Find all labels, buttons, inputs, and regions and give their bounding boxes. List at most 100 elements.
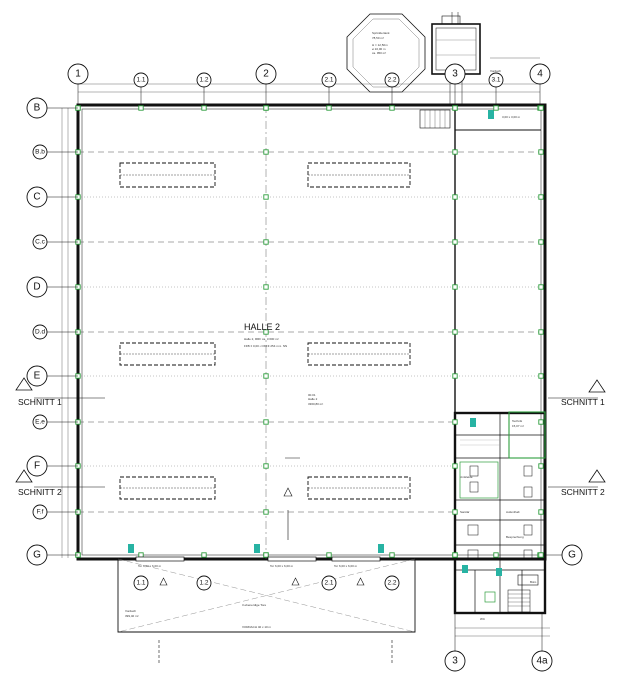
column [263,194,269,200]
column [538,105,544,111]
column [538,284,544,290]
gate-3-label: Tor 6,00 x 6,00 m [334,564,358,568]
axis-bubbles-bottom: 3 4a [444,613,553,672]
column [452,194,458,200]
vordach-top-label: Vordach [490,69,501,73]
axis-right-label: G [568,550,576,561]
section-1-right-icon [588,379,606,393]
axis-label-left: G [33,550,41,561]
axis-bubble-bottom-hall [384,575,400,591]
section-markers: SCHNITT 1 SCHNITT 1 SCHNITT 2 SCHNITT 2 [15,377,606,497]
section-1-left-icon [15,377,33,391]
dimension-lines-top [78,83,540,93]
column [452,239,458,245]
axis-label-left: E.e [35,419,45,426]
axis-label-left: B [34,103,41,114]
axis-label-left: D [33,282,40,293]
racks [119,162,411,500]
axis-label-left: C [33,192,40,203]
exit-signs [128,418,476,553]
axis-bubble-right: G [545,544,583,566]
axis-bubble-left [26,97,48,119]
axis-bubble-left [26,365,48,387]
gate-2-label: Tor 6,00 x 6,00 m [270,564,294,568]
column [538,149,544,155]
tank-height: H = 12,50m [372,43,388,47]
annex-room-wc: WC [480,617,486,621]
axis-bubbles-left: BB.bCC.cDD.dEE.eFF.fG [26,97,78,566]
axis-bubble-top [321,72,337,88]
axis-bubble-bottom [531,650,553,672]
axis-bubble-top [196,72,212,88]
column [263,373,269,379]
column [538,194,544,200]
annex-room-aufenthalt: Aufenthalt [506,510,520,514]
gate-count-label: 3 ebenerdige Tore [242,603,266,607]
axis-label-bottom-hall: 1.2 [199,580,208,587]
column [263,463,269,469]
axis-bubble-left [26,186,48,208]
column [389,552,395,558]
section-2-right-label: SCHNITT 2 [561,487,605,497]
column [263,239,269,245]
column [538,552,544,558]
axis-label-top: 1 [75,69,81,80]
direction-arrows [283,457,300,540]
annex-room-buero: Büro [530,580,537,584]
axis-label-top: 3.1 [491,77,500,84]
axis-label-left: D.d [35,329,46,336]
axis-bubble-top [255,63,277,85]
rack-row-2 [119,342,411,366]
column [452,149,458,155]
door-right-label: 3,00 x 3,00 m [502,115,521,119]
column [452,284,458,290]
column [452,105,458,111]
canopy-area: 399,40 m² [125,614,139,618]
rack-row-3 [119,476,411,500]
column [389,105,395,111]
hall-title: HALLE 2 [244,322,280,332]
axis-bubble-left [26,455,48,477]
tank-diameter: ø 10,00 m [372,47,386,51]
section-cut-markers-bottom [158,640,393,664]
annex-room-technik-area: 15,07 m² [512,424,524,428]
axis-label-bottom-hall: 2.1 [324,580,333,587]
canopy-dimension: VORDACH 40 x 10 m [242,625,272,629]
column [138,105,144,111]
axis-bubble-left [26,544,48,566]
axis-bubble-top [67,63,89,85]
hall-room-name: Halle 2 [308,397,318,401]
tank-volume: 78,50 m³ [372,36,384,40]
annex-room-sanitaer: Sanitär [460,510,470,514]
axis-bubble-top [488,72,504,88]
structural-columns [75,105,544,558]
axis-label-bottom: 4a [536,656,548,667]
column [538,509,544,515]
rack-row-1 [119,162,411,188]
section-1-right-label: SCHNITT 1 [561,397,605,407]
axis-label-bottom: 3 [452,656,458,667]
axis-bubble-bottom [444,650,466,672]
axis-label-top: 3 [452,69,458,80]
dimension-lines-bottom [455,627,550,637]
grid-lines [78,105,545,559]
column [538,329,544,335]
column [538,239,544,245]
column [452,329,458,335]
pump-house [431,12,481,104]
office-annex: Technik 15,07 m² Umkleide Sanitär Aufent… [453,411,547,621]
section-2-left-icon [15,469,33,483]
hall-room-area: 3360,80 m² [308,402,323,406]
column [493,552,499,558]
column [138,552,144,558]
axis-bubble-bottom-hall [321,575,337,591]
gate-1-label: Tor 6,00 x 6,00 m [138,564,162,568]
axis-bubble-top [384,72,400,88]
column [452,373,458,379]
axis-bubble-left [32,144,48,160]
axis-label-left: B.b [35,149,45,156]
column [201,552,207,558]
